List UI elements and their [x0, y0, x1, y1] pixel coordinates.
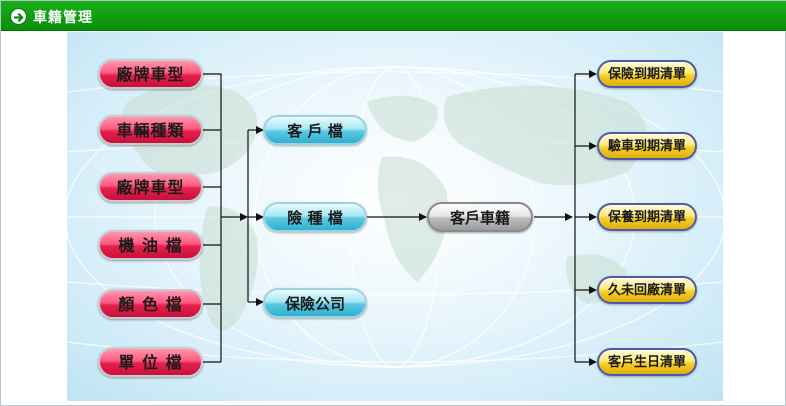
title-bar: 車籍管理 — [1, 1, 786, 31]
connector-lines — [203, 70, 597, 366]
node-customer-vehicle-registry[interactable]: 客戶車籍 — [427, 202, 533, 232]
diagram-canvas: 廠牌車型 車輛種類 廠牌車型 機 油 檔 顏 色 檔 單 位 檔 客 戶 檔 險… — [67, 32, 723, 401]
report-inspection-expiry[interactable]: 驗車到期清單 — [597, 132, 697, 160]
node-vehicle-type[interactable]: 車輛種類 — [98, 115, 203, 145]
window-title: 車籍管理 — [33, 10, 93, 26]
node-customer-file[interactable]: 客 戶 檔 — [263, 115, 367, 145]
world-map-background — [67, 66, 723, 368]
report-customer-birthday[interactable]: 客戶生日清單 — [597, 348, 697, 376]
node-brand-model-2[interactable]: 廠牌車型 — [98, 172, 203, 202]
arrow-right-circle-icon — [10, 8, 27, 25]
node-insurance-company[interactable]: 保險公司 — [263, 288, 367, 318]
node-brand-model-1[interactable]: 廠牌車型 — [98, 59, 203, 89]
node-insurance-type-file[interactable]: 險 種 檔 — [263, 202, 367, 232]
report-maintenance-expiry[interactable]: 保養到期清單 — [597, 203, 697, 231]
report-long-absence[interactable]: 久未回廠清單 — [597, 276, 697, 304]
node-unit-file[interactable]: 單 位 檔 — [98, 347, 203, 377]
node-oil-file[interactable]: 機 油 檔 — [98, 230, 203, 260]
report-insurance-expiry[interactable]: 保險到期清單 — [597, 60, 697, 88]
node-color-file[interactable]: 顏 色 檔 — [98, 289, 203, 319]
